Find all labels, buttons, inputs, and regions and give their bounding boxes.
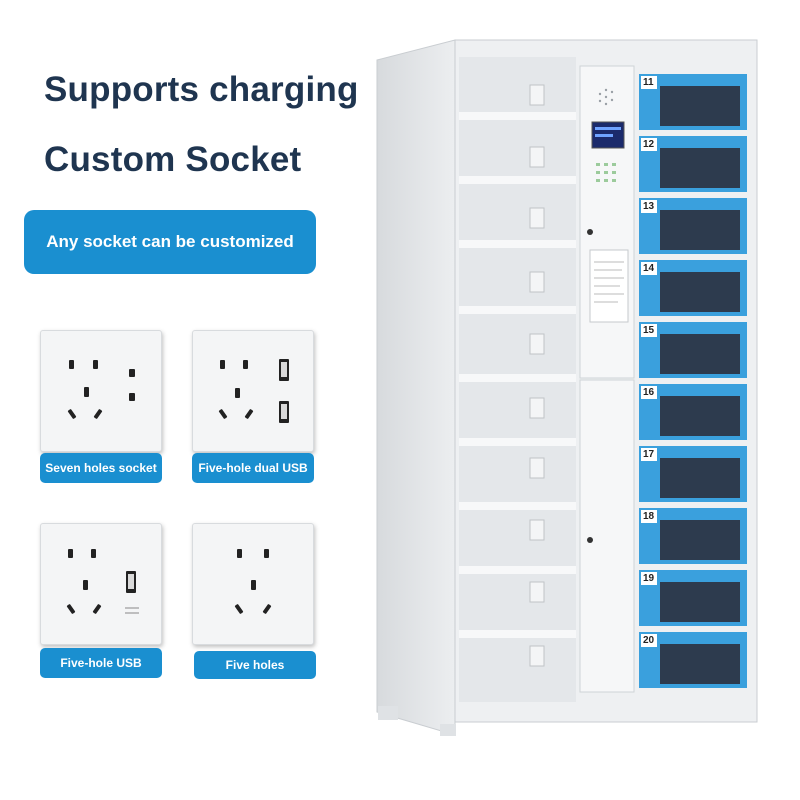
locker-number: 14 — [643, 263, 655, 274]
socket-five-hole-usb — [40, 523, 162, 645]
customize-banner: Any socket can be customized — [24, 210, 316, 274]
locker-number: 16 — [643, 387, 655, 398]
socket-five-holes-label: Five holes — [194, 651, 316, 679]
five-hole-socket-icon — [234, 549, 272, 614]
open-shelves — [459, 57, 576, 702]
dual-usb-socket-icon — [218, 359, 289, 423]
locker-number: 12 — [643, 139, 655, 150]
headline-custom-socket: Custom Socket — [44, 140, 302, 179]
socket-seven-holes-label: Seven holes socket — [40, 453, 162, 483]
socket-five-hole-dual-usb — [192, 330, 314, 452]
locker-number: 15 — [643, 325, 655, 336]
socket-five-hole-usb-label: Five-hole USB — [40, 648, 162, 678]
locker-number: 19 — [643, 573, 655, 584]
control-panel-doors — [579, 65, 635, 693]
locker-number: 20 — [643, 635, 655, 646]
socket-five-holes — [192, 523, 314, 645]
socket-five-hole-dual-usb-label: Five-hole dual USB — [192, 453, 314, 483]
seven-hole-socket-icon — [67, 360, 135, 419]
socket-seven-holes — [40, 330, 162, 452]
locker-number: 13 — [643, 201, 655, 212]
locker-number: 18 — [643, 511, 655, 522]
usb-socket-icon — [66, 549, 139, 614]
headline-supports-charging: Supports charging — [44, 70, 359, 109]
locker-number: 11 — [643, 77, 654, 88]
charging-lockers — [639, 74, 747, 688]
locker-number: 17 — [643, 449, 655, 460]
